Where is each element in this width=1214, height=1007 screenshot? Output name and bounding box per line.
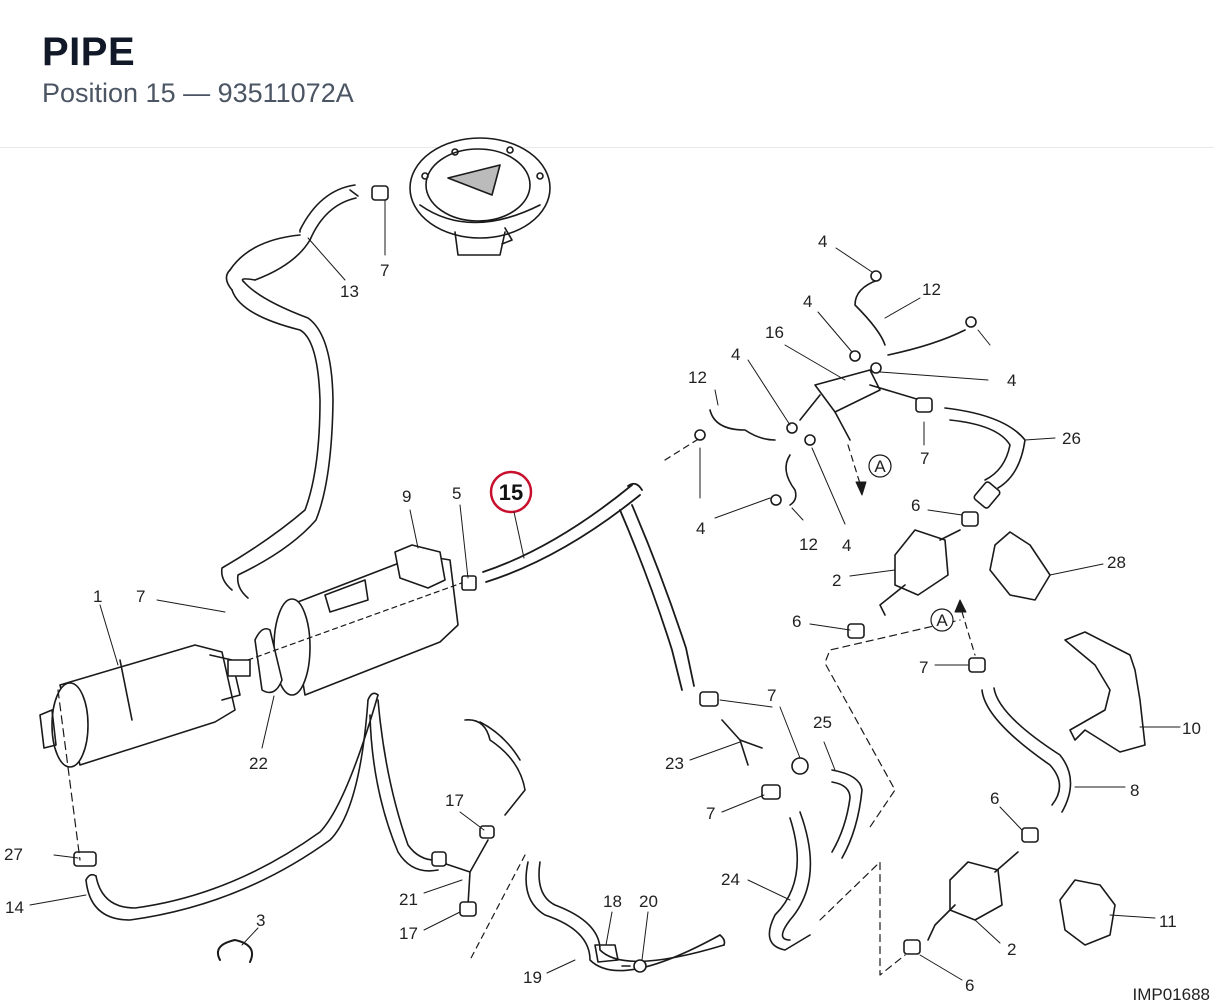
- pump-2-upper: [847, 511, 979, 639]
- hose-19: [525, 861, 726, 972]
- pump-2-lower: [903, 827, 1039, 955]
- canister-1: [39, 644, 251, 768]
- label-14: 14: [5, 898, 24, 917]
- label-7: 7: [380, 261, 389, 280]
- svg-text:A: A: [936, 611, 948, 630]
- svg-text:15: 15: [499, 480, 523, 505]
- label-19: 19: [523, 968, 542, 987]
- label-17: 17: [445, 791, 464, 810]
- label-6: 6: [792, 612, 801, 631]
- label-24: 24: [721, 870, 740, 889]
- joint-23: [699, 691, 809, 800]
- label-6: 6: [911, 496, 920, 515]
- fuel-cap: [409, 137, 551, 256]
- alignment-line: [247, 579, 471, 661]
- label-6: 6: [965, 976, 974, 995]
- label-16: 16: [765, 323, 784, 342]
- label-7: 7: [920, 449, 929, 468]
- label-25: 25: [813, 713, 832, 732]
- page-subtitle: Position 15 — 93511072A: [42, 78, 354, 108]
- label-5: 5: [452, 484, 461, 503]
- label-10: 10: [1182, 719, 1201, 738]
- label-20: 20: [639, 892, 658, 911]
- leader-lines: [29, 199, 1181, 981]
- arrow-a-up: [954, 599, 967, 613]
- hose-19-guide: [469, 854, 526, 961]
- clip-18: [594, 944, 619, 963]
- hose-24: [768, 811, 812, 951]
- hoses-12: [709, 279, 966, 506]
- hose-14: [85, 692, 441, 921]
- label-4: 4: [803, 292, 812, 311]
- label-22: 22: [249, 754, 268, 773]
- label-2: 2: [1007, 940, 1016, 959]
- bracket-11: [1059, 879, 1116, 946]
- arrow-a-up-line: [961, 611, 976, 656]
- label-1: 1: [93, 587, 102, 606]
- clamp-3: [216, 939, 254, 963]
- label-12: 12: [799, 535, 818, 554]
- label-28: 28: [1107, 553, 1126, 572]
- part-labels: 1 7 13 7 9 5 22 27 14 3 17 21 17 18 20 1…: [4, 232, 1201, 995]
- label-3: 3: [256, 911, 265, 930]
- label-12: 12: [688, 368, 707, 387]
- reference-marker-a-upper: A: [868, 454, 892, 478]
- reference-marker-a-lower: A: [930, 608, 954, 632]
- label-8: 8: [1130, 781, 1139, 800]
- label-7: 7: [136, 587, 145, 606]
- label-7: 7: [919, 658, 928, 677]
- clamp-7-cap: [349, 185, 389, 201]
- hose-8: [968, 657, 1072, 813]
- label-4: 4: [731, 345, 740, 364]
- canister-drain-line: [57, 689, 81, 861]
- label-4: 4: [1007, 371, 1016, 390]
- label-4: 4: [842, 536, 851, 555]
- canister-bracket-9: [254, 544, 459, 696]
- arrow-a-down: [855, 481, 867, 496]
- lower-return-guide: [819, 861, 906, 976]
- label-12: 12: [922, 280, 941, 299]
- label-4: 4: [818, 232, 827, 251]
- label-2: 2: [832, 571, 841, 590]
- image-code: IMP01688: [1132, 985, 1211, 1004]
- hose-26: [915, 397, 1026, 509]
- return-line-guide: [825, 619, 961, 661]
- hose-13: [220, 184, 357, 599]
- label-26: 26: [1062, 429, 1081, 448]
- clamp-27: [73, 851, 97, 867]
- hose-25: [831, 769, 863, 859]
- clamp-5: [461, 575, 477, 591]
- label-6: 6: [990, 789, 999, 808]
- label-11: 11: [1159, 912, 1177, 931]
- highlight-callout-15: 15: [489, 470, 533, 559]
- y-joint-21: [431, 719, 526, 917]
- page-header: PIPE Position 15 — 93511072A: [0, 0, 1214, 148]
- manifold-16: [799, 369, 921, 441]
- pipe-15: [482, 482, 695, 691]
- clamps-4: [694, 270, 977, 506]
- label-17: 17: [399, 924, 418, 943]
- label-4: 4: [696, 519, 705, 538]
- label-13: 13: [340, 282, 359, 301]
- bracket-10: [1064, 631, 1146, 753]
- bracket-28: [989, 531, 1051, 601]
- label-7: 7: [706, 804, 715, 823]
- upper-guide-line: [664, 437, 701, 461]
- svg-text:A: A: [874, 457, 886, 476]
- label-9: 9: [402, 487, 411, 506]
- label-18: 18: [603, 892, 622, 911]
- page-title: PIPE: [42, 30, 136, 74]
- label-21: 21: [399, 890, 418, 909]
- label-23: 23: [665, 754, 684, 773]
- screw-20: [621, 959, 647, 973]
- label-7: 7: [767, 686, 776, 705]
- return-line-guide-2: [825, 664, 896, 831]
- label-27: 27: [4, 845, 23, 864]
